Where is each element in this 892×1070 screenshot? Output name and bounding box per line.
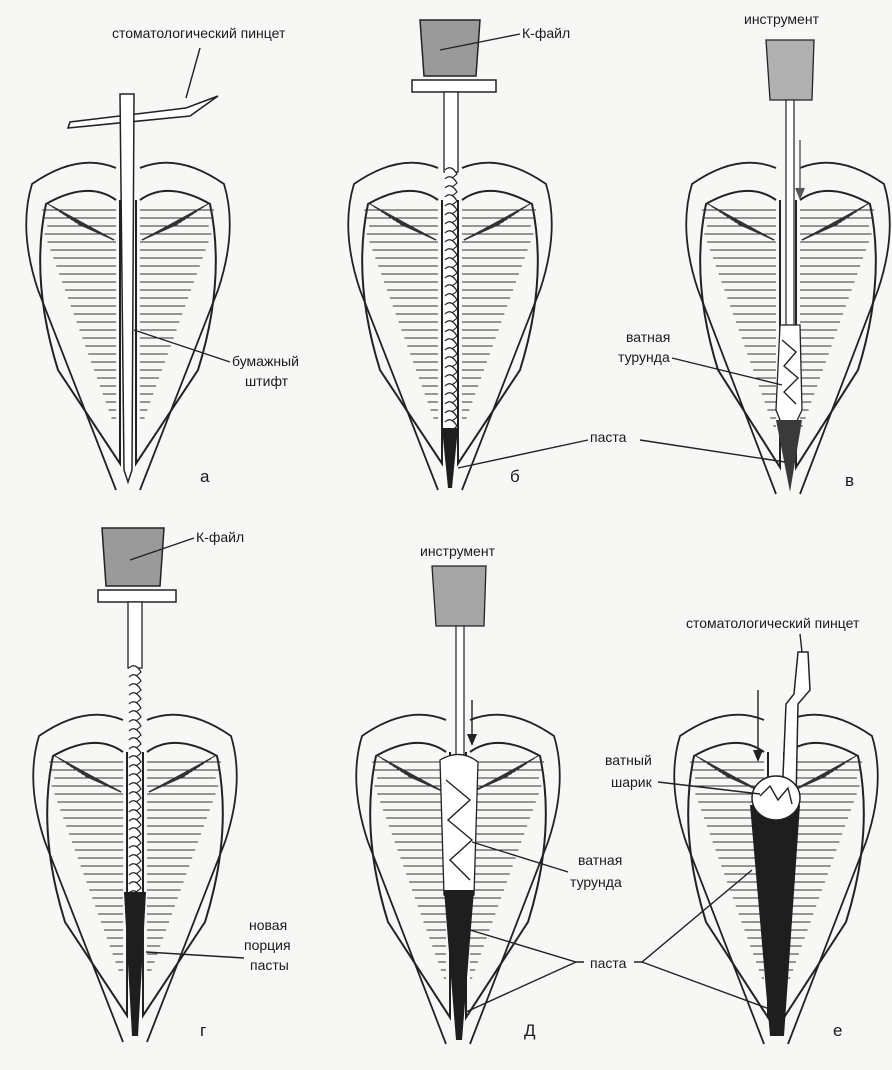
k-file-handle-icon: [102, 528, 164, 586]
label-tweezers: стоматологический пинцет: [112, 25, 286, 41]
panel-letter-v: в: [845, 471, 854, 490]
label-turunda-1: ватная: [578, 852, 622, 868]
paste-fill: [442, 428, 458, 488]
label-instrument: инструмент: [420, 543, 496, 559]
instrument-shaft: [456, 626, 464, 756]
arrow-down-icon: [467, 734, 477, 746]
instrument-handle-icon: [432, 566, 486, 626]
label-paper-point-2: штифт: [245, 373, 289, 389]
panel-letter-e: е: [833, 1021, 842, 1040]
label-new-paste-2: порция: [244, 937, 291, 953]
label-new-paste-1: новая: [249, 917, 287, 933]
panel-letter-b: б: [510, 467, 520, 486]
paste-fill: [444, 890, 474, 1040]
label-paste-bottom: паста: [590, 955, 627, 971]
tweezers-icon: [68, 96, 218, 128]
label-tweezers: стоматологический пинцет: [686, 615, 860, 631]
k-file-spiral: [445, 168, 457, 431]
panel-e: стоматологический пинцет ватный шарик е: [605, 615, 860, 1040]
label-paper-point-1: бумажный: [232, 353, 299, 369]
k-file-stopper: [98, 590, 176, 602]
label-turunda-2: турунда: [570, 874, 622, 890]
k-file-shaft: [128, 602, 142, 668]
label-turunda-1: ватная: [626, 329, 670, 345]
label-turunda-2: турунда: [618, 349, 670, 365]
panel-letter-g: г: [200, 1021, 206, 1040]
label-cotton-ball-2: шарик: [611, 774, 653, 790]
label-paste-top: паста: [590, 429, 627, 445]
label-k-file: К-файл: [196, 529, 244, 545]
instrument-handle-icon: [766, 40, 814, 100]
panel-letter-d: Д: [524, 1021, 536, 1040]
panel-v: инструмент ватная турунда в: [618, 11, 854, 492]
instrument-shaft: [786, 100, 794, 325]
label-instrument: инструмент: [744, 11, 820, 27]
arrow-down-icon: [753, 750, 763, 762]
cotton-ball: [752, 776, 800, 820]
panel-letter-a: а: [200, 467, 210, 486]
label-new-paste-3: пасты: [250, 957, 289, 973]
panel-a: стоматологический пинцет бумажный штифт …: [68, 25, 299, 486]
label-cotton-ball-1: ватный: [605, 752, 652, 768]
k-file-shaft: [444, 92, 458, 172]
paper-point: [120, 94, 134, 482]
k-file-stopper: [412, 80, 496, 92]
label-k-file: К-файл: [522, 25, 570, 41]
